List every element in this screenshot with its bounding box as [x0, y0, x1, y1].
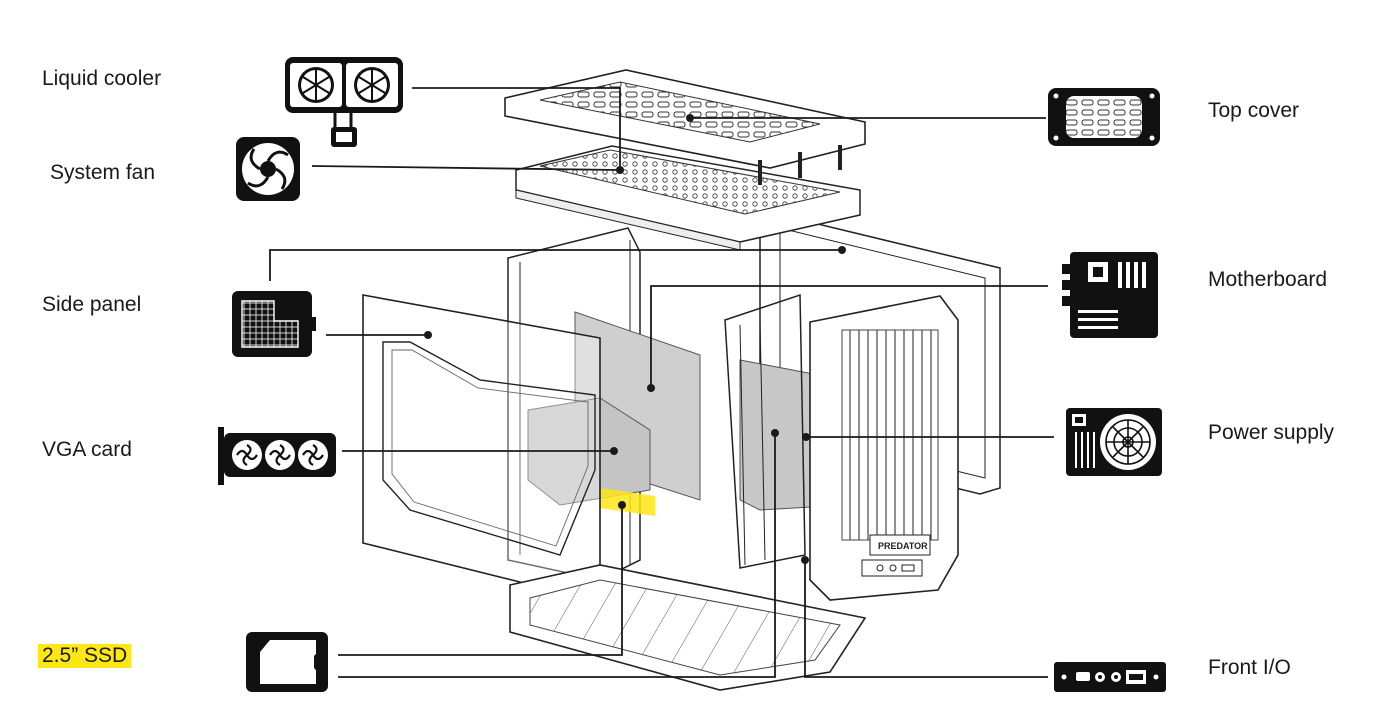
front-io-icon — [1054, 662, 1166, 692]
leader-lines — [269, 87, 1054, 678]
ssd-icon — [246, 632, 328, 692]
label-front-io: Front I/O — [1208, 656, 1291, 679]
ssd-highlight — [600, 488, 655, 516]
top-cover-icon — [1048, 88, 1160, 146]
leader-ssd-2 — [338, 433, 776, 678]
label-side-panel: Side panel — [42, 293, 142, 316]
leader-dots — [424, 114, 846, 564]
label-top-cover: Top cover — [1208, 99, 1300, 122]
leader-front-io — [804, 560, 1048, 678]
label-liquid-cooler: Liquid cooler — [42, 67, 162, 90]
case-frame-middle — [724, 293, 806, 569]
label-vga-card: VGA card — [42, 438, 132, 461]
liquid-cooler-icon — [285, 57, 403, 147]
power-supply-icon — [1066, 408, 1162, 476]
bottom-panel-part — [509, 564, 867, 691]
leader-side-panel-top — [269, 249, 842, 281]
label-system-fan: System fan — [50, 161, 156, 184]
leader-motherboard — [650, 285, 1048, 388]
side-panel-part — [362, 294, 601, 604]
label-ssd: 2.5” SSD — [38, 644, 132, 668]
case-logo: PREDATOR — [878, 541, 928, 551]
vga-card-icon — [218, 427, 336, 485]
label-power-supply: Power supply — [1208, 421, 1335, 444]
front-panel-part: PREDATOR — [809, 295, 959, 601]
motherboard-icon — [1062, 252, 1158, 338]
leader-liquid-cooler — [412, 87, 621, 166]
side-panel-icon — [232, 291, 316, 357]
system-fan-icon — [236, 137, 300, 201]
label-motherboard: Motherboard — [1208, 268, 1328, 291]
leader-ssd — [338, 505, 623, 656]
leader-system-fan — [311, 165, 621, 171]
